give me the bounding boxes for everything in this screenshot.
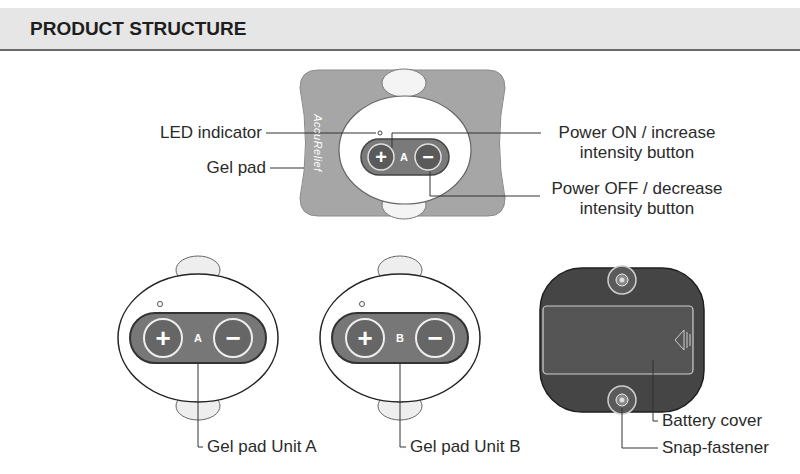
- leader-line: [266, 133, 541, 196]
- unit-back-view: [616, 394, 628, 406]
- button-symbol: −: [225, 328, 240, 348]
- gel-pad-illustration: [415, 144, 441, 170]
- callout-label: Power ON / increase intensity button: [537, 123, 737, 163]
- callout-label: Gel pad Unit A: [207, 437, 317, 457]
- button-symbol: −: [422, 147, 434, 167]
- button-symbol: +: [357, 328, 372, 348]
- unit-letter: A: [194, 328, 202, 348]
- unit-back-view: [690, 334, 691, 346]
- section-title: PRODUCT STRUCTURE: [30, 19, 246, 39]
- leader-line: [270, 168, 304, 169]
- gel-pad-illustration: [368, 144, 394, 170]
- unit-back-view: [687, 332, 688, 348]
- gel-pad-unit-b: [360, 302, 365, 307]
- leader-line: [653, 360, 658, 421]
- gel-pad-illustration: [300, 70, 505, 216]
- unit-back-view: [620, 398, 625, 403]
- callout-label: Gel pad Unit B: [410, 437, 521, 457]
- unit-back-view: [540, 266, 704, 414]
- unit-back-view: [608, 266, 636, 294]
- gel-pad-unit-a: [130, 313, 266, 363]
- unit-back-view: [620, 278, 625, 283]
- button-symbol: +: [375, 147, 387, 167]
- gel-pad-illustration: [378, 131, 382, 135]
- unit-letter: A: [400, 147, 408, 167]
- leader-line: [400, 364, 406, 447]
- button-symbol: −: [427, 328, 442, 348]
- leader-line: [198, 360, 658, 448]
- gel-pad-illustration: [339, 96, 471, 204]
- callout-label: Battery cover: [662, 411, 762, 431]
- gel-pad-unit-b: [346, 319, 384, 357]
- gel-pad-unit-b: [416, 319, 454, 357]
- gel-pad-unit-b: [332, 313, 468, 363]
- unit-back-view: [543, 306, 693, 374]
- callout-label: LED indicator: [160, 123, 262, 143]
- unit-back-view: [616, 274, 628, 286]
- brand-text: AccuRelief: [308, 114, 328, 172]
- callout-label: Power OFF / decrease intensity button: [537, 179, 737, 219]
- gel-pad-unit-a: [158, 302, 163, 307]
- header-band: [0, 8, 800, 50]
- leader-line: [198, 364, 203, 447]
- callout-label: Snap-fastener: [662, 438, 769, 458]
- header-band: [0, 8, 800, 50]
- callout-label: Gel pad: [206, 158, 266, 178]
- unit-letter: B: [396, 328, 404, 348]
- header-band: [0, 49, 800, 51]
- gel-pad-illustration: [361, 139, 449, 175]
- leader-line: [622, 408, 658, 448]
- leader-line: [430, 171, 540, 196]
- gel-pad-illustration: [382, 69, 426, 97]
- gel-pad-unit-a: [214, 319, 252, 357]
- gel-pad-unit-a: [144, 319, 182, 357]
- unit-back-view: [675, 330, 684, 350]
- leader-line: [392, 133, 541, 148]
- button-symbol: +: [155, 328, 170, 348]
